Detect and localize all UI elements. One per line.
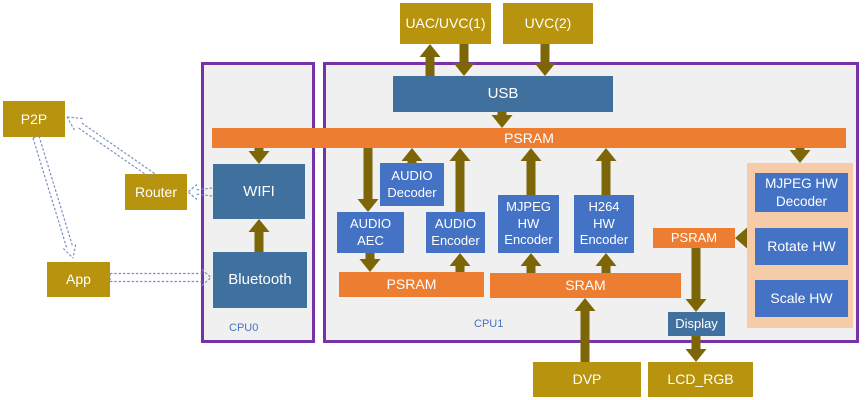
- node-sram: SRAM: [490, 273, 681, 298]
- node-scale-hw: Scale HW: [755, 280, 848, 317]
- node-app: App: [47, 262, 110, 297]
- node-dvp: DVP: [533, 362, 641, 397]
- node-lcd-rgb: LCD_RGB: [648, 362, 753, 397]
- node-mjpeg-hw-encoder: MJPEG HW Encoder: [498, 195, 559, 253]
- node-display: Display: [668, 312, 725, 336]
- node-router: Router: [125, 174, 187, 210]
- node-uac-uvc1: UAC/UVC(1): [400, 3, 491, 44]
- node-bluetooth: Bluetooth: [213, 252, 307, 308]
- cpu1-label: CPU1: [474, 318, 504, 330]
- node-audio-encoder: AUDIO Encoder: [426, 212, 485, 253]
- node-audio-aec: AUDIO AEC: [337, 212, 404, 253]
- node-psram-left: PSRAM: [339, 272, 484, 297]
- node-rotate-hw: Rotate HW: [755, 228, 848, 265]
- node-wifi: WIFI: [213, 164, 305, 219]
- node-h264-hw-encoder: H264 HW Encoder: [574, 195, 634, 253]
- node-mjpeg-hw-decoder: MJPEG HW Decoder: [755, 173, 848, 212]
- node-psram-right: PSRAM: [653, 228, 735, 248]
- node-psram-bus: PSRAM: [212, 128, 846, 148]
- node-uvc2: UVC(2): [503, 3, 593, 44]
- node-audio-decoder: AUDIO Decoder: [380, 163, 444, 206]
- dashed-arrow-router-to-p2p: [66, 116, 156, 179]
- dashed-arrow-app-to-bluetooth: [109, 269, 212, 286]
- dashed-arrow-p2p-to-app: [32, 135, 77, 259]
- cpu0-label: CPU0: [229, 322, 259, 334]
- node-usb: USB: [393, 76, 613, 112]
- node-p2p: P2P: [3, 101, 65, 137]
